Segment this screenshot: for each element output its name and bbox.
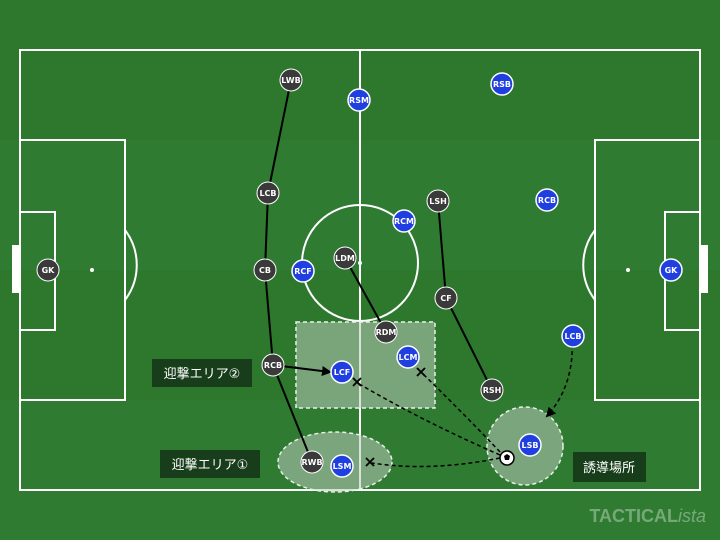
player-label: LCB — [564, 332, 581, 341]
right-penalty-arc — [582, 229, 596, 301]
cf-rsh-link — [445, 297, 493, 391]
label-guide-area: 誘導場所 — [573, 452, 646, 482]
player-lwb: LWB — [279, 68, 303, 92]
player-gk-dark: GK — [36, 258, 60, 282]
label-text: 誘導場所 — [583, 461, 635, 476]
player-rcm: RCM — [392, 209, 416, 233]
player-rcb-blue: RCB — [535, 188, 559, 212]
player-rsb: RSB — [490, 72, 514, 96]
player-label: LDM — [335, 254, 355, 263]
player-label: RSB — [493, 80, 511, 89]
ball-to-lcm-path — [420, 371, 501, 453]
watermark-main: TACTICAL — [589, 506, 678, 526]
label-intercept-area-2: 迎撃エリア② — [152, 359, 252, 387]
player-label: RCB — [264, 361, 282, 370]
player-label: LSB — [522, 441, 539, 450]
player-lcb-blue: LCB — [561, 324, 585, 348]
right-penalty-spot — [626, 268, 630, 272]
player-label: GK — [665, 266, 679, 275]
player-label: LWB — [281, 76, 300, 85]
player-cf: CF — [434, 286, 458, 310]
player-lcf: LCF — [330, 360, 354, 384]
left-penalty-spot — [90, 268, 94, 272]
player-label: LCF — [334, 368, 350, 377]
player-label: LCB — [259, 189, 276, 198]
player-label: GK — [42, 266, 56, 275]
soccer-ball-icon — [499, 450, 515, 466]
player-lsh: LSH — [426, 189, 450, 213]
watermark-italic: ista — [678, 506, 706, 526]
player-label: LSM — [333, 462, 352, 471]
player-label: RWB — [301, 458, 322, 467]
player-rcb: RCB — [261, 353, 285, 377]
ball-to-lsm-path — [371, 457, 501, 468]
player-rsm: RSM — [347, 88, 371, 112]
label-text: 迎撃エリア① — [172, 457, 249, 473]
player-label: CB — [259, 266, 271, 275]
player-rcf: RCF — [291, 259, 315, 283]
x-mark-icon — [352, 367, 426, 467]
player-label: LSH — [429, 197, 447, 206]
player-label: RCM — [394, 217, 414, 226]
player-label: RCF — [294, 267, 312, 276]
player-lcb: LCB — [256, 181, 280, 205]
player-lcm: LCM — [396, 345, 420, 369]
player-ldm: LDM — [333, 246, 357, 270]
player-lsb: LSB — [518, 433, 542, 457]
label-intercept-area-1: 迎撃エリア① — [160, 450, 260, 478]
right-goal — [700, 245, 708, 293]
dark-team: LWB LCB CB RCB RWB LDM RDM LSH — [36, 68, 504, 474]
ball-to-lcf-path — [355, 381, 501, 456]
player-label: RCB — [538, 196, 556, 205]
left-goal — [12, 245, 20, 293]
blue-team: RSM RSB RCM RCB RCF LCB LCM LCF — [291, 72, 683, 478]
player-label: RSM — [349, 96, 369, 105]
ldm-rdm-link — [344, 257, 387, 333]
label-text: 迎撃エリア② — [164, 366, 241, 382]
player-rwb: RWB — [300, 450, 324, 474]
player-rsh: RSH — [480, 378, 504, 402]
center-spot — [358, 261, 362, 265]
player-lsm: LSM — [330, 454, 354, 478]
watermark: TACTICALista — [589, 506, 706, 526]
player-label: RSH — [483, 386, 502, 395]
player-rdm: RDM — [374, 320, 398, 344]
player-cb: CB — [253, 258, 277, 282]
lsh-cf-link — [437, 200, 447, 299]
left-penalty-arc — [124, 229, 138, 301]
player-label: LCM — [399, 353, 418, 362]
player-label: CF — [440, 294, 451, 303]
player-gk-blue: GK — [659, 258, 683, 282]
player-label: RDM — [376, 328, 397, 337]
